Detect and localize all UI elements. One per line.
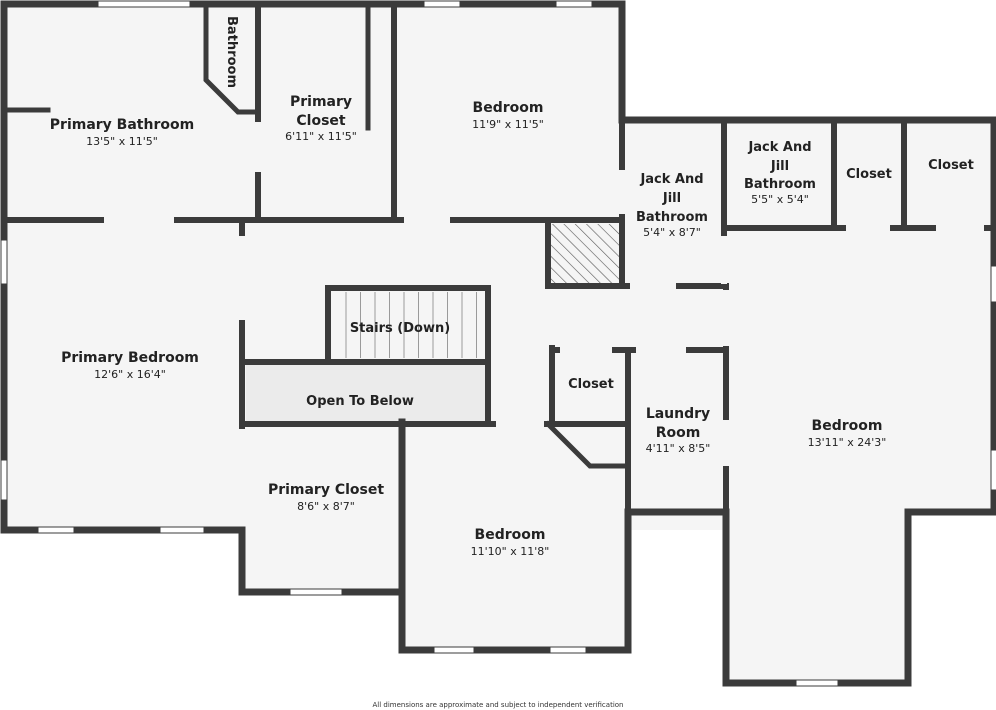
room-name-closet-b: Closet bbox=[928, 158, 974, 173]
stairs-area bbox=[330, 290, 486, 358]
floor-laundry bbox=[626, 350, 726, 512]
door-opening bbox=[723, 420, 729, 466]
door-opening bbox=[255, 122, 261, 172]
room-name-jj-right-3: Bathroom bbox=[744, 177, 816, 192]
room-name-jj-right-2: Jill bbox=[770, 159, 789, 174]
room-name-primary-closet-top-2: Closet bbox=[296, 113, 346, 129]
stairs-treads bbox=[330, 290, 486, 358]
room-name-bathroom: Bathroom bbox=[224, 16, 239, 88]
door-opening bbox=[846, 225, 890, 231]
door-opening bbox=[619, 170, 625, 214]
door-opening bbox=[404, 217, 450, 223]
door-opening bbox=[239, 236, 245, 320]
door-opening bbox=[496, 421, 544, 427]
room-name-jj-left-3: Bathroom bbox=[636, 210, 708, 225]
window bbox=[0, 239, 8, 285]
room-name-closet-a: Closet bbox=[846, 167, 892, 182]
room-name-stairs: Stairs (Down) bbox=[350, 321, 450, 336]
floor-primary-closet bbox=[242, 420, 402, 592]
wall-stairs bbox=[325, 285, 491, 427]
room-labels: Primary Bathroom 13'5" x 11'5" Bathroom … bbox=[50, 16, 974, 558]
room-name-laundry-2: Room bbox=[656, 425, 701, 441]
window bbox=[555, 0, 593, 8]
door-opening bbox=[560, 347, 612, 353]
windows bbox=[0, 0, 996, 687]
room-name-open-to-below: Open To Below bbox=[306, 394, 414, 409]
room-name-primary-bathroom: Primary Bathroom bbox=[50, 117, 194, 133]
chase-hatch bbox=[550, 224, 620, 286]
room-name-primary-closet-top-1: Primary bbox=[290, 94, 352, 110]
room-dim-laundry: 4'11" x 8'5" bbox=[646, 442, 711, 455]
wall-north bbox=[0, 0, 996, 124]
room-name-primary-closet-bottom: Primary Closet bbox=[268, 482, 384, 498]
window bbox=[433, 646, 475, 654]
room-name-bedroom-right: Bedroom bbox=[812, 418, 883, 434]
wall-angled-closet bbox=[544, 420, 631, 469]
room-dim-bedroom-right: 13'11" x 24'3" bbox=[808, 436, 887, 449]
window bbox=[795, 679, 839, 687]
window bbox=[0, 459, 8, 501]
room-name-jj-left-2: Jill bbox=[662, 191, 681, 206]
wall-south-bedroom bbox=[398, 418, 730, 654]
door-opening bbox=[936, 225, 984, 231]
room-name-jj-left-1: Jack And bbox=[639, 172, 703, 187]
floor-northeast bbox=[620, 120, 994, 230]
floor-bedroom-south bbox=[402, 420, 628, 650]
door-opening bbox=[630, 283, 676, 289]
room-dim-primary-bathroom: 13'5" x 11'5" bbox=[86, 135, 158, 148]
door-opening bbox=[721, 236, 727, 284]
open-to-below-area bbox=[246, 364, 486, 422]
room-dim-jj-left: 5'4" x 8'7" bbox=[643, 226, 701, 239]
door-opening bbox=[636, 347, 686, 353]
window bbox=[97, 0, 191, 8]
door-opening bbox=[104, 217, 174, 223]
walls bbox=[0, 0, 996, 687]
door-openings bbox=[104, 122, 984, 466]
room-dim-jj-right: 5'5" x 5'4" bbox=[751, 193, 809, 206]
window bbox=[990, 265, 996, 303]
room-dim-bedroom-bottom: 11'10" x 11'8" bbox=[471, 545, 550, 558]
wall-bathroom-small bbox=[203, 1, 261, 115]
room-name-laundry-1: Laundry bbox=[646, 406, 710, 422]
window bbox=[423, 0, 461, 8]
floor-area bbox=[4, 4, 994, 683]
room-dim-primary-closet-bottom: 8'6" x 8'7" bbox=[297, 500, 355, 513]
window bbox=[37, 526, 75, 534]
room-dim-primary-bedroom: 12'6" x 16'4" bbox=[94, 368, 166, 381]
room-dim-primary-closet-top: 6'11" x 11'5" bbox=[285, 130, 357, 143]
window bbox=[990, 449, 996, 491]
dimensions-disclaimer: All dimensions are approximate and subje… bbox=[372, 701, 624, 709]
window bbox=[289, 588, 343, 596]
room-name-jj-right-1: Jack And bbox=[747, 140, 811, 155]
door-opening bbox=[723, 290, 729, 346]
room-dim-bedroom-top: 11'9" x 11'5" bbox=[472, 118, 544, 131]
floor-east-lower bbox=[726, 505, 908, 683]
room-name-primary-bedroom: Primary Bedroom bbox=[61, 350, 199, 366]
room-name-bedroom-top: Bedroom bbox=[473, 100, 544, 116]
room-name-bedroom-bottom: Bedroom bbox=[475, 527, 546, 543]
room-name-closet-c: Closet bbox=[568, 377, 614, 392]
stair-treads bbox=[345, 292, 477, 358]
floor-east bbox=[726, 228, 994, 512]
window bbox=[159, 526, 205, 534]
window bbox=[549, 646, 587, 654]
